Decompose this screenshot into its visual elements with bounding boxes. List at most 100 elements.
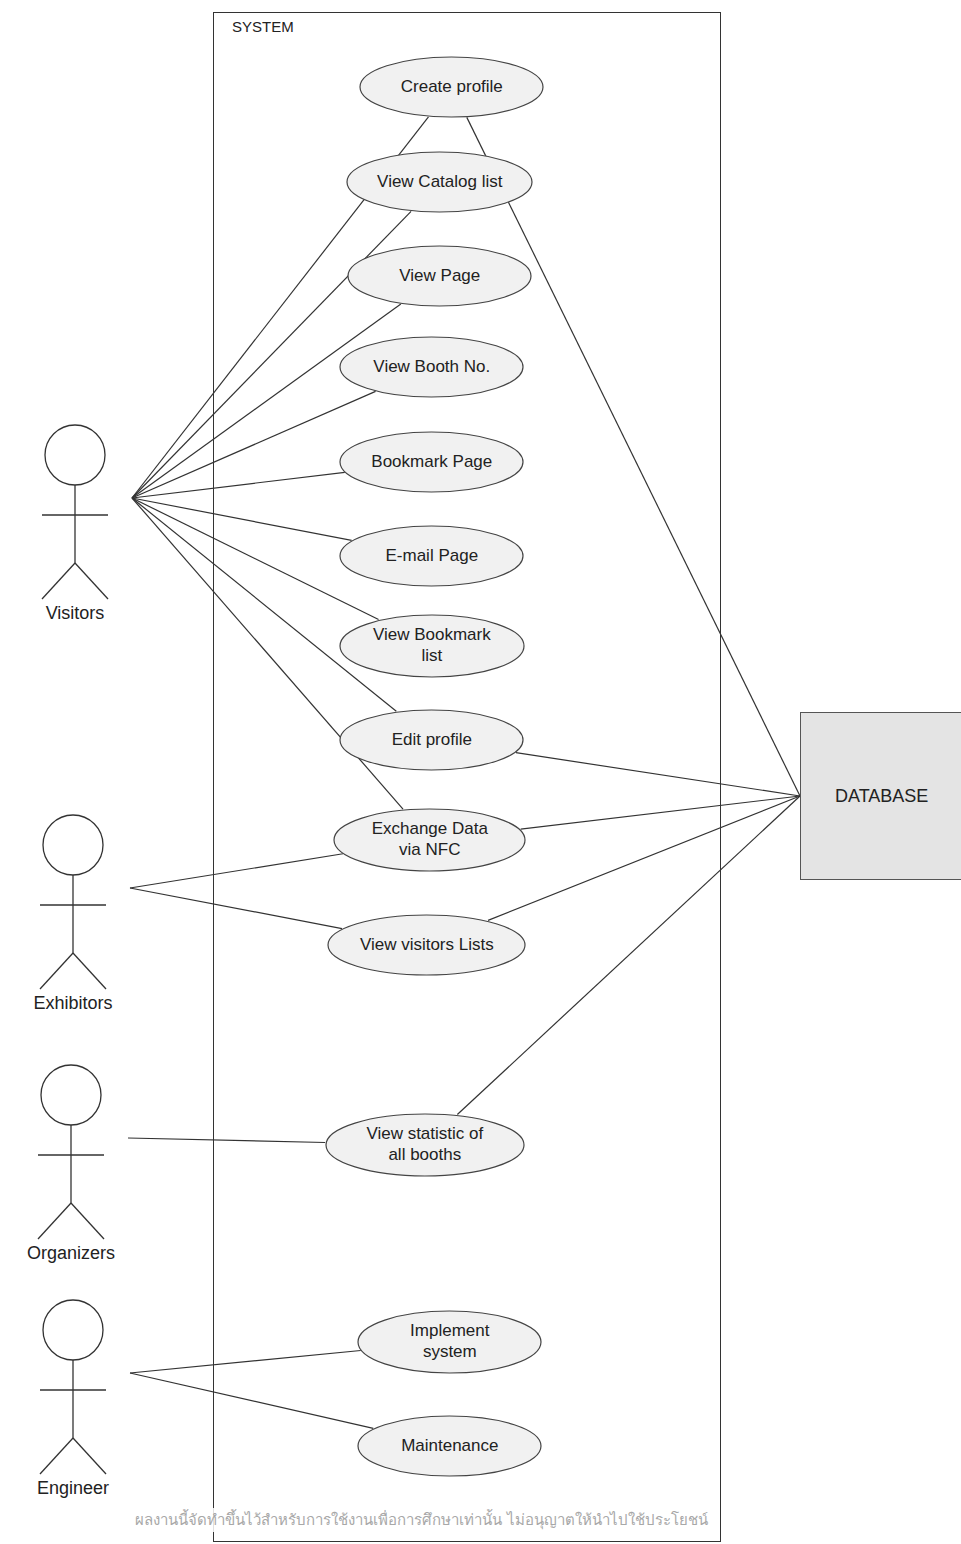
figure-stroke (73, 1438, 106, 1474)
actor: Organizers (16, 1063, 126, 1269)
ellipse-shape (326, 1114, 524, 1176)
figure-stroke (40, 1438, 73, 1474)
use-case-text: Implement system (395, 1321, 505, 1362)
ellipse-shape (340, 710, 523, 770)
actor-name: Visitors (20, 603, 130, 624)
ellipse-shape (340, 526, 523, 586)
use-case-label: Create profile (401, 77, 503, 97)
use-case-label: View visitors Lists (360, 935, 494, 955)
use-case-text: Bookmark Page (371, 452, 492, 472)
figure-stroke (71, 1203, 104, 1239)
actor: Engineer (18, 1298, 128, 1504)
use-case-ellipse: View visitors Lists (327, 914, 526, 976)
use-case-text: View visitors Lists (360, 935, 494, 955)
figure-stroke (75, 563, 108, 599)
database-box: DATABASE (800, 712, 961, 880)
use-case-label: Edit profile (392, 730, 472, 750)
figure-stroke (73, 953, 106, 989)
figure-stroke (38, 1203, 71, 1239)
ellipse-shape (348, 246, 531, 306)
figure-stroke (40, 1389, 106, 1390)
association-line (130, 1350, 361, 1373)
use-case-label: View Bookmark list (369, 625, 494, 666)
use-case-ellipse: Create profile (359, 56, 544, 118)
use-case-label: Implement system (395, 1321, 505, 1362)
stick-figure (18, 1298, 128, 1504)
figure-stroke (43, 1300, 103, 1360)
use-case-text: Maintenance (401, 1436, 498, 1456)
association-line (132, 498, 352, 540)
ellipse-shape (360, 57, 543, 117)
actor-name: Exhibitors (18, 993, 128, 1014)
actor-name: Organizers (16, 1243, 126, 1264)
use-case-text: E-mail Page (385, 546, 478, 566)
figure-stroke (40, 953, 73, 989)
use-case-label: E-mail Page (385, 546, 478, 566)
association-line (130, 1373, 373, 1428)
use-case-text: Edit profile (392, 730, 472, 750)
use-case-label: View Catalog list (377, 172, 502, 192)
ellipse-shape (358, 1416, 541, 1476)
use-case-text: View Page (399, 266, 480, 286)
use-case-ellipse: Edit profile (339, 709, 524, 771)
use-case-ellipse: E-mail Page (339, 525, 524, 587)
use-case-label: View Page (399, 266, 480, 286)
use-case-ellipse: View Bookmark list (339, 614, 525, 678)
use-case-label: View Booth No. (373, 357, 490, 377)
boundary-label: SYSTEM (232, 18, 294, 35)
use-case-ellipse: View statistic of all booths (325, 1113, 525, 1177)
figure-stroke (41, 1065, 101, 1125)
stick-figure (20, 423, 130, 629)
association-line (130, 888, 342, 929)
figure-stroke (42, 514, 108, 515)
figure-stroke (45, 425, 105, 485)
ellipse-shape (328, 915, 525, 975)
stick-figure (16, 1063, 126, 1269)
figure-stroke (70, 1125, 71, 1203)
ellipse-shape (340, 337, 523, 397)
use-case-text: Create profile (401, 77, 503, 97)
use-case-ellipse: View Page (347, 245, 532, 307)
use-case-ellipse: View Catalog list (346, 151, 533, 213)
figure-stroke (74, 485, 75, 563)
system-boundary: SYSTEM Create profileView Catalog listVie… (213, 12, 721, 1542)
actor-name: Engineer (18, 1478, 128, 1499)
association-line (132, 391, 376, 498)
use-case-ellipse: Maintenance (357, 1415, 542, 1477)
association-line (132, 498, 396, 711)
figure-stroke (40, 904, 106, 905)
use-case-text: View Booth No. (373, 357, 490, 377)
use-case-label: View statistic of all booths (357, 1124, 492, 1165)
use-case-ellipse: Bookmark Page (339, 431, 524, 493)
figure-stroke (43, 815, 103, 875)
association-line (516, 753, 800, 796)
use-case-text: Exchange Data via NFC (365, 819, 495, 860)
association-line (128, 1138, 325, 1143)
ellipse-shape (347, 152, 532, 212)
figure-stroke (38, 1154, 104, 1155)
use-case-ellipse: View Booth No. (339, 336, 524, 398)
figure-stroke (72, 1360, 73, 1438)
ellipse-shape (340, 615, 524, 677)
use-case-text: View statistic of all booths (357, 1124, 492, 1165)
actor: Exhibitors (18, 813, 128, 1019)
use-case-text: View Bookmark list (369, 625, 494, 666)
ellipse-shape (340, 432, 523, 492)
figure-stroke (72, 875, 73, 953)
use-case-ellipse: Implement system (357, 1310, 542, 1374)
use-case-label: Exchange Data via NFC (365, 819, 495, 860)
use-case-label: Maintenance (401, 1436, 498, 1456)
association-line (132, 472, 345, 498)
use-case-label: Bookmark Page (371, 452, 492, 472)
use-case-ellipse: Exchange Data via NFC (333, 808, 526, 872)
use-case-text: View Catalog list (377, 172, 502, 192)
watermark-text: ผลงานนี้จัดทำขึ้นไว้สำหรับการใช้งานเพื่อ… (132, 1508, 711, 1532)
database-label: DATABASE (835, 786, 928, 807)
stick-figure (18, 813, 128, 1019)
association-line (488, 796, 800, 920)
figure-stroke (42, 563, 75, 599)
association-line (130, 854, 343, 888)
ellipse-shape (334, 809, 525, 871)
ellipse-shape (358, 1311, 541, 1373)
actor: Visitors (20, 423, 130, 629)
